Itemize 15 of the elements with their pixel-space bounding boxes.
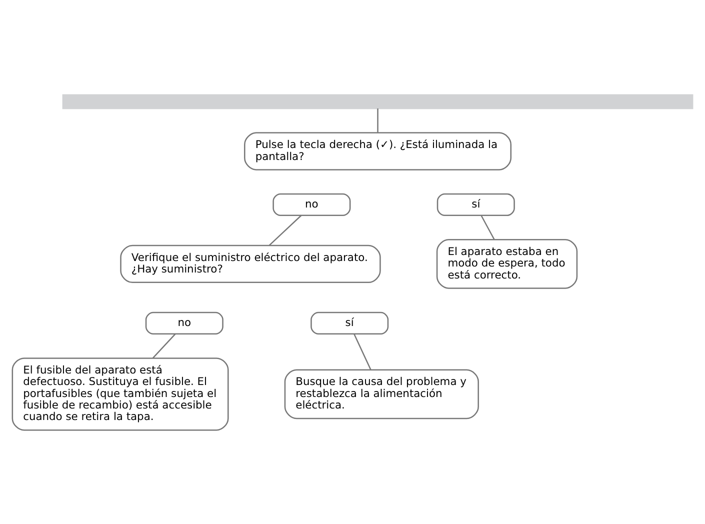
node-box: no — [145, 311, 224, 334]
node-box: Busque la causa del problema y restablezca la alimentación eléctrica. — [284, 368, 479, 419]
node-box: sí — [310, 311, 389, 334]
node-bar — [62, 94, 694, 109]
node-box: Pulse la tecla derecha (✓). ¿Está iluminada la pantalla? — [244, 132, 512, 170]
node-box: El fusible del aparato está defectuoso. Sustituya el fusible. El portafusibles (que también sujeta el fusible de recambio) está accesible cuando se retira la tapa. — [12, 357, 229, 430]
node-box: El aparato estaba en modo de espera, todo está correcto. — [436, 238, 578, 288]
connector — [354, 333, 372, 370]
node-box: no — [272, 192, 351, 216]
node-box: Verifique el suministro eléctrico del aparato. ¿Hay suministro? — [120, 244, 381, 283]
connector — [377, 108, 378, 132]
connector — [480, 214, 495, 240]
node-box: sí — [436, 192, 515, 216]
connector — [268, 214, 302, 246]
connector — [152, 333, 176, 358]
